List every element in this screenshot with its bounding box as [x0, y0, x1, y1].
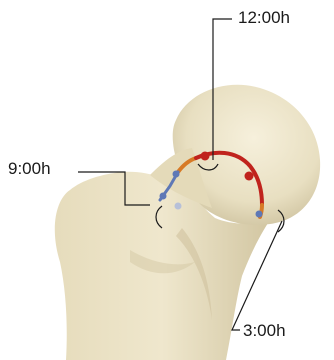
label-3-oclock: 3:00h — [243, 322, 286, 339]
marker-3-oclock — [256, 211, 263, 218]
label-12-oclock: 12:00h — [238, 9, 290, 26]
marker-10-oclock — [173, 171, 180, 178]
marker-9-oclock — [160, 193, 167, 200]
marker-2-oclock — [245, 172, 254, 181]
marker-12-oclock — [201, 152, 210, 161]
label-9-oclock: 9:00h — [8, 160, 51, 177]
marker-9-light — [175, 203, 182, 210]
